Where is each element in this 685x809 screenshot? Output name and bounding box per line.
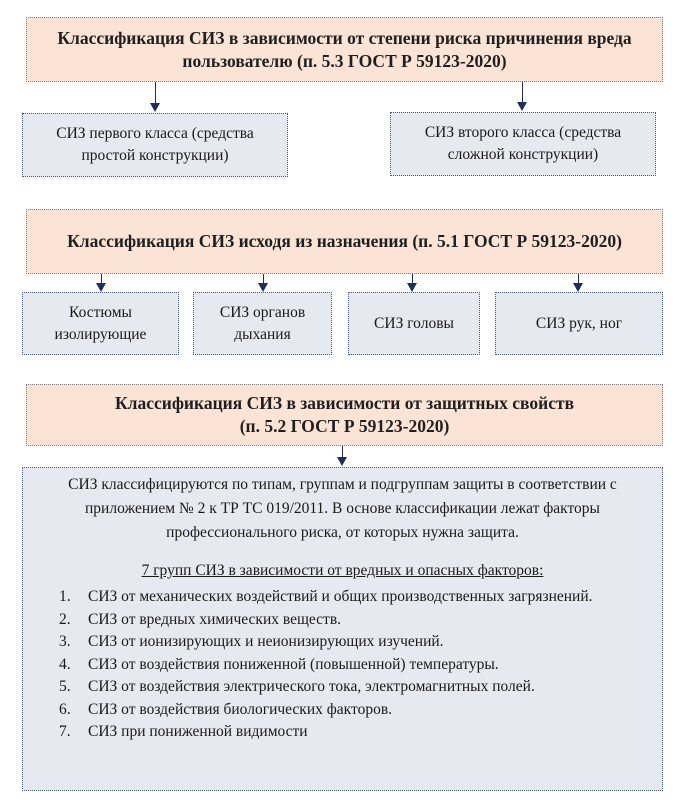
risk-classification-header-text: Классификация СИЗ в зависимости от степе… <box>57 27 632 71</box>
purpose-classification-header: Классификация СИЗ исходя из назначения (… <box>26 209 663 274</box>
arrow-down-icon <box>573 283 583 292</box>
list-item: 5. СИЗ от воздействия электрического тока… <box>53 676 622 699</box>
connector-line <box>342 446 343 458</box>
purpose-item-label: СИЗ головы <box>374 314 454 332</box>
purpose-classification-header-text: Классификация СИЗ исходя из назначения (… <box>67 231 622 251</box>
arrow-down-icon <box>407 283 417 292</box>
connector-line <box>522 82 523 103</box>
class-one-label: СИЗ первого класса (средства простой кон… <box>56 125 254 164</box>
list-item: 1. СИЗ от механических воздействий и общи… <box>53 586 622 609</box>
list-item-number: 2. <box>59 610 71 628</box>
connector-line <box>412 274 413 284</box>
connector-line <box>263 274 264 284</box>
connector-line <box>578 274 579 284</box>
protective-groups-box: СИЗ классифицируются по типам, группам и… <box>22 467 663 791</box>
list-item: 4. СИЗ от воздействия пониженной (повышен… <box>53 654 622 677</box>
list-item: 3. СИЗ от ионизирующих и неионизирующих и… <box>53 631 622 654</box>
class-one-box: СИЗ первого класса (средства простой кон… <box>22 113 288 177</box>
list-item-number: 3. <box>59 633 71 650</box>
purpose-item-label: СИЗ рук, ног <box>535 314 623 332</box>
list-item-number: 7. <box>59 723 71 740</box>
list-item: 6. СИЗ от воздействия биологических факто… <box>53 699 622 722</box>
groups-list: 1. СИЗ от механических воздействий и общи… <box>53 586 622 744</box>
list-item-text: СИЗ при пониженной видимости <box>88 723 308 740</box>
connector-line <box>101 274 102 284</box>
purpose-item-hands-feet: СИЗ рук, ног <box>495 292 663 355</box>
purpose-item-suits: Костюмы изолирующие <box>22 292 179 355</box>
purpose-item-head: СИЗ головы <box>348 292 480 355</box>
list-item-number: 5. <box>59 678 71 695</box>
arrow-down-icon <box>96 283 106 292</box>
risk-classification-header: Классификация СИЗ в зависимости от степе… <box>26 17 663 82</box>
list-item: 2. СИЗ от вредных химических веществ. <box>53 609 622 632</box>
list-item: 7. СИЗ при пониженной видимости <box>53 721 622 744</box>
list-item-text: СИЗ от воздействия пониженной (повышенно… <box>88 655 499 673</box>
class-two-box: СИЗ второго класса (средства сложной кон… <box>390 112 656 176</box>
connector-line <box>155 82 156 104</box>
list-item-text: СИЗ от воздействия биологических факторо… <box>88 700 393 718</box>
purpose-item-respiratory: СИЗ органов дыхания <box>193 292 332 355</box>
protective-properties-header: Классификация СИЗ в зависимости от защит… <box>26 384 663 446</box>
purpose-item-label: СИЗ органов дыхания <box>219 303 306 343</box>
class-two-label: СИЗ второго класса (средства сложной кон… <box>424 124 622 163</box>
list-item-text: СИЗ от ионизирующих и неионизирующих изу… <box>88 633 444 650</box>
list-item-text: СИЗ от механических воздействий и общих … <box>88 588 593 605</box>
protective-properties-header-line2: (п. 5.2 ГОСТ Р 59123-2020) <box>239 416 450 436</box>
groups-title: 7 групп СИЗ в зависимости от вредных и о… <box>141 562 544 579</box>
list-item-number: 1. <box>59 588 71 605</box>
protective-properties-header-line1: Классификация СИЗ в зависимости от защит… <box>114 393 575 413</box>
list-item-number: 6. <box>59 700 71 718</box>
arrow-down-icon <box>517 102 527 111</box>
list-item-number: 4. <box>59 655 71 673</box>
arrow-down-icon <box>337 457 347 466</box>
arrow-down-icon <box>150 103 160 112</box>
list-item-text: СИЗ от воздействия электрического тока, … <box>88 678 535 695</box>
intro-text: СИЗ классифицируются по типам, группам и… <box>68 476 617 541</box>
list-item-text: СИЗ от вредных химических веществ. <box>88 610 342 628</box>
purpose-item-label: Костюмы изолирующие <box>54 303 147 343</box>
arrow-down-icon <box>258 283 268 292</box>
